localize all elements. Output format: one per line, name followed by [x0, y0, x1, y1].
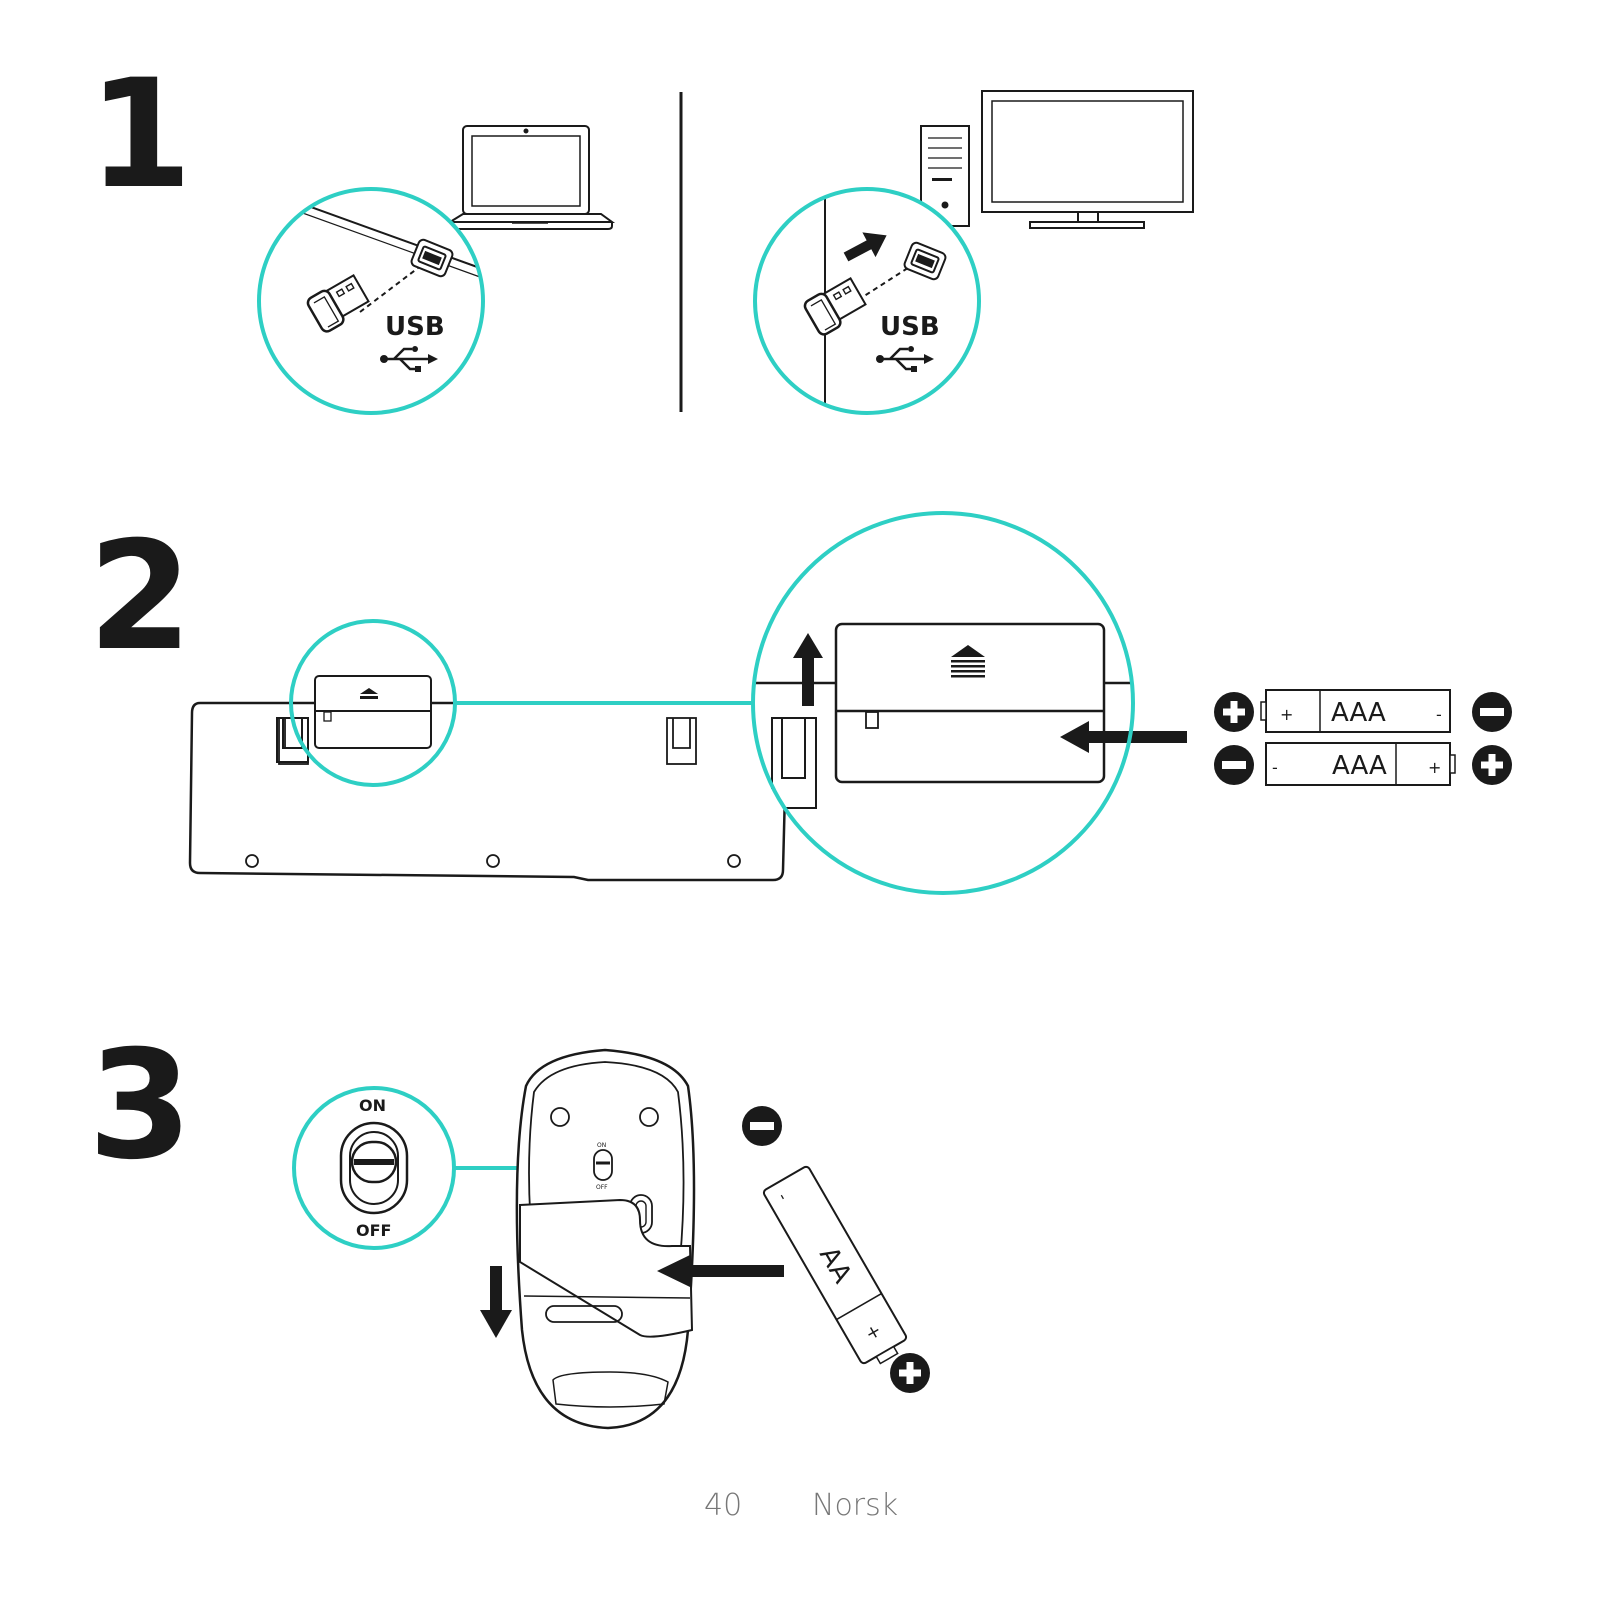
- plus-badge-icon: [890, 1353, 930, 1393]
- battery-door-zoom-large: [750, 513, 1187, 893]
- power-switch-zoom: ON OFF: [294, 1088, 454, 1248]
- plus-badge-icon: [1214, 692, 1254, 732]
- page-language: Norsk: [812, 1488, 898, 1523]
- battery-bottom-terminal-left: -: [1272, 758, 1278, 777]
- battery-top-label: AAA: [1331, 698, 1386, 728]
- plus-badge-icon: [1472, 745, 1512, 785]
- mouse-switch-off-label: OFF: [596, 1184, 608, 1191]
- mouse-switch-on-label: ON: [597, 1142, 606, 1149]
- minus-badge-icon: [1472, 692, 1512, 732]
- desktop-usb-zoom: USB: [755, 185, 979, 420]
- step-number-1: 1: [88, 48, 192, 222]
- battery-bottom-terminal-right: +: [1428, 758, 1441, 777]
- keyboard-underside: [190, 703, 787, 880]
- laptop-usb-zoom: USB: [250, 185, 483, 413]
- usb-label-right: USB: [880, 312, 940, 342]
- step-number-3: 3: [88, 1019, 192, 1193]
- battery-top-terminal-left: +: [1280, 705, 1293, 724]
- mouse-underside: ON OFF: [517, 1050, 694, 1428]
- battery-top-terminal-right: -: [1436, 705, 1442, 724]
- page-footer: 40 Norsk: [0, 1488, 1600, 1528]
- slide-down-arrow-icon: [480, 1266, 512, 1338]
- switch-on-label: ON: [359, 1096, 386, 1115]
- aaa-battery-top: + AAA -: [1261, 690, 1450, 732]
- minus-badge-icon: [1214, 745, 1254, 785]
- battery-bottom-label: AAA: [1332, 751, 1387, 781]
- minus-badge-icon: [742, 1106, 782, 1146]
- laptop-icon: [450, 126, 612, 229]
- page-number: 40: [704, 1488, 742, 1523]
- aa-battery: - AA +: [762, 1165, 911, 1371]
- switch-off-label: OFF: [356, 1221, 391, 1240]
- power-switch-knob: [354, 1159, 394, 1165]
- step-number-2: 2: [88, 510, 192, 684]
- aaa-battery-bottom: - AAA +: [1266, 743, 1455, 785]
- usb-label-left: USB: [385, 312, 445, 342]
- desktop-computer-icon: [921, 91, 1193, 228]
